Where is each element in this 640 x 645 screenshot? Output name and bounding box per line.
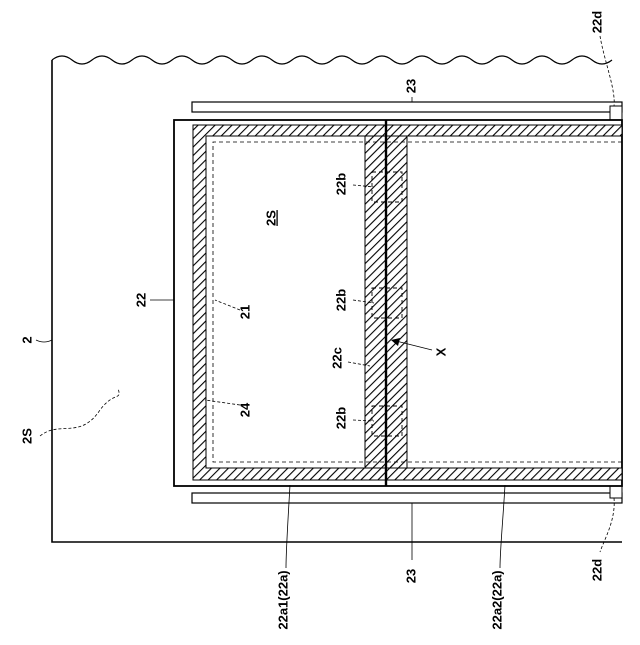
- label-2s-sheet: 2S: [19, 428, 34, 444]
- post-22d-top: [610, 106, 622, 120]
- label-22c: 22c: [329, 347, 344, 369]
- label-22a1: 22a1(22a): [275, 570, 290, 629]
- rail-23-top: [192, 102, 622, 112]
- label-21: 21: [237, 305, 252, 319]
- label-22a2: 22a2(22a): [489, 570, 504, 629]
- rail-23-bottom: [192, 493, 622, 503]
- label-22b-bot: 22b: [333, 407, 348, 429]
- label-22: 22: [133, 293, 148, 307]
- label-x: X: [433, 347, 448, 356]
- label-22b-top: 22b: [333, 173, 348, 195]
- label-2s-surface: 2S: [263, 210, 278, 226]
- label-24: 24: [237, 402, 252, 417]
- label-22d-top: 22d: [589, 11, 604, 33]
- label-2: 2: [19, 336, 34, 343]
- label-23-bottom: 23: [403, 569, 418, 583]
- sheet-break-line: [52, 56, 612, 64]
- label-22d-bottom: 22d: [589, 559, 604, 581]
- label-23-top: 23: [403, 79, 418, 93]
- label-22b-mid: 22b: [333, 289, 348, 311]
